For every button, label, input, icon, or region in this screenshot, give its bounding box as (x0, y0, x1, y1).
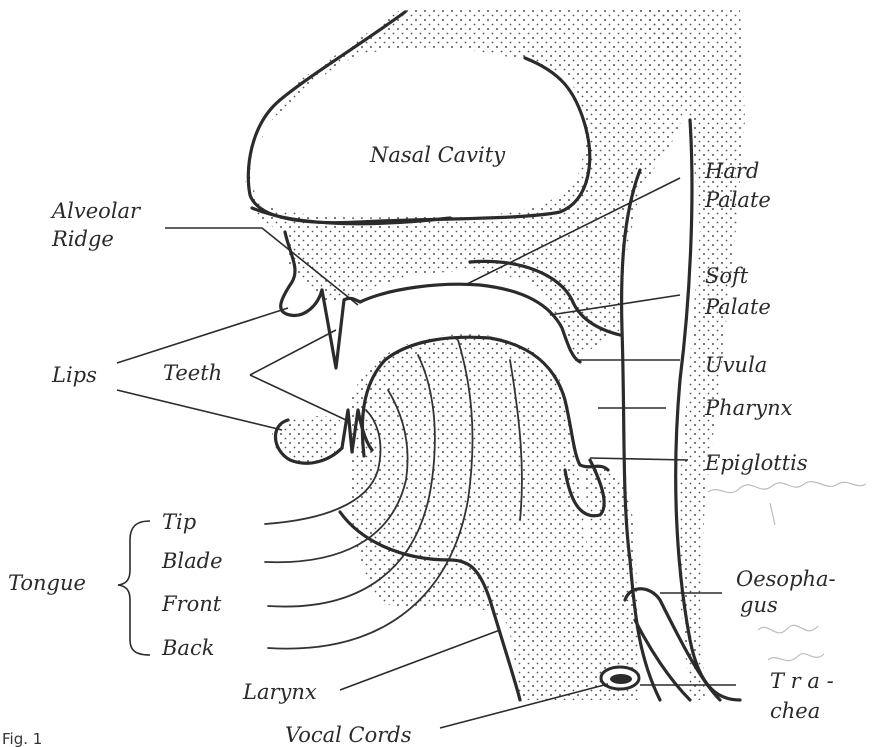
nasal-cavity-space (252, 48, 585, 218)
tongue-brace (118, 521, 150, 655)
label-uvula: Uvula (705, 353, 767, 377)
label-tongue: Tongue (8, 571, 86, 595)
vocal-cords-slit (610, 674, 632, 684)
label-hard: Hard (704, 159, 759, 183)
scribble-tick (770, 503, 775, 525)
label-soft-palate: Palate (704, 295, 771, 319)
label-chea: chea (770, 699, 820, 723)
label-epiglottis: Epiglottis (704, 451, 808, 475)
label-nasal-cavity: Nasal Cavity (369, 143, 506, 167)
scribble-oesophagus-note (758, 625, 818, 633)
label-teeth: Teeth (163, 361, 222, 385)
label-ridge: Ridge (51, 227, 114, 251)
scribble-oesophagus-note-2 (768, 654, 824, 661)
label-tra: T r a - (770, 669, 834, 693)
figure-caption: Fig. 1 (2, 730, 42, 747)
label-pharynx: Pharynx (704, 396, 793, 420)
label-soft: Soft (705, 264, 749, 288)
leader-teeth-lower (250, 375, 346, 420)
label-blade: Blade (161, 549, 223, 573)
label-gus: gus (740, 593, 778, 617)
tongue-jaw-tissue (350, 334, 602, 700)
label-front: Front (161, 592, 222, 616)
label-larynx: Larynx (242, 680, 317, 704)
label-oesopha: Oesopha- (736, 567, 836, 591)
label-lips: Lips (51, 363, 97, 387)
label-vocal-cords: Vocal Cords (285, 723, 412, 747)
label-alveolar: Alveolar (50, 199, 142, 223)
label-tip: Tip (162, 510, 196, 534)
leader-teeth-upper (250, 330, 336, 375)
leader-lips-upper (117, 308, 288, 363)
leader-lips-lower (117, 390, 282, 430)
scribble-epiglottis-note (708, 482, 866, 493)
label-hard-palate: Palate (704, 188, 771, 212)
leader-larynx (340, 630, 500, 690)
label-back: Back (161, 636, 214, 660)
